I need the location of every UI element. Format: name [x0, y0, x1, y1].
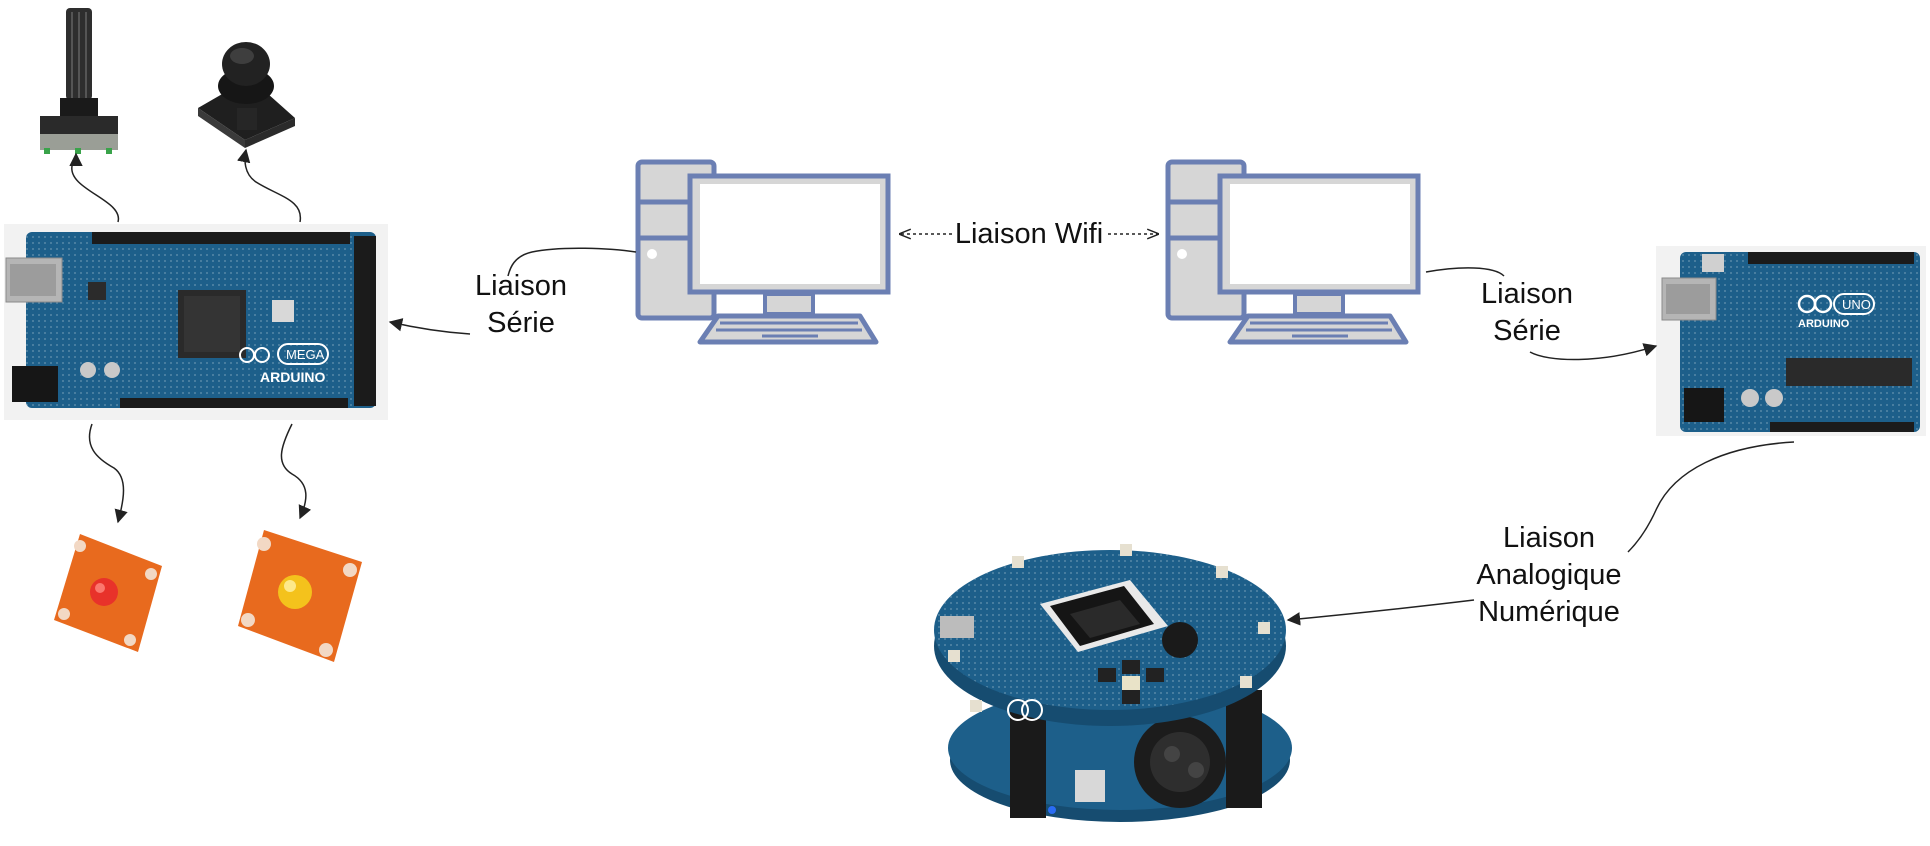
- label-serie-right: Liaison Série: [1472, 276, 1582, 350]
- label-serie-left-line2: Série: [487, 307, 555, 339]
- arrow-mega-to-yellow-led: [280, 423, 312, 520]
- label-wifi: Liaison Wifi: [948, 216, 1110, 253]
- label-analog: Liaison Analogique Numérique: [1464, 520, 1634, 631]
- label-wifi-text: Liaison Wifi: [954, 218, 1104, 250]
- uno-brand-text: ARDUINO: [1798, 318, 1850, 330]
- mega-model-text: MEGA: [286, 347, 325, 362]
- arrow-analog-to-robot: [1286, 599, 1475, 626]
- computer-left-icon: [635, 159, 891, 345]
- potentiometer-icon: [40, 8, 118, 154]
- yellow-led-module: [238, 530, 362, 662]
- label-analog-line2: Analogique: [1476, 559, 1622, 591]
- label-serie-left-line1: Liaison: [475, 270, 567, 302]
- arrow-pc-to-uno-right: [1425, 267, 1505, 277]
- mega-brand-text: ARDUINO: [260, 369, 325, 385]
- red-led-module: [54, 534, 162, 652]
- arrow-uno-to-analog-label: [1627, 441, 1795, 553]
- arrow-mega-to-joystick: [237, 148, 302, 223]
- label-serie-left: Liaison Série: [466, 268, 576, 342]
- arduino-robot: [934, 544, 1292, 822]
- arduino-uno-board: UNO ARDUINO: [1656, 246, 1926, 436]
- label-analog-line1: Liaison: [1503, 522, 1595, 554]
- arrow-serie-to-uno: [1529, 343, 1658, 361]
- arduino-mega-board: ARDUINO MEGA: [4, 224, 388, 420]
- connector-arrows: [69, 148, 1795, 626]
- joystick-icon: [198, 42, 295, 148]
- label-analog-line3: Numérique: [1478, 596, 1620, 628]
- arrow-serie-to-mega: [388, 318, 471, 335]
- label-serie-right-line1: Liaison: [1481, 278, 1573, 310]
- computer-right-icon: [1165, 159, 1421, 345]
- uno-model-text: UNO: [1842, 297, 1871, 312]
- arrow-mega-to-red-led: [88, 423, 128, 524]
- arrow-mega-to-potentiometer: [69, 152, 119, 223]
- label-serie-right-line2: Série: [1493, 315, 1561, 347]
- arrow-pc-to-mega-left: [507, 247, 637, 277]
